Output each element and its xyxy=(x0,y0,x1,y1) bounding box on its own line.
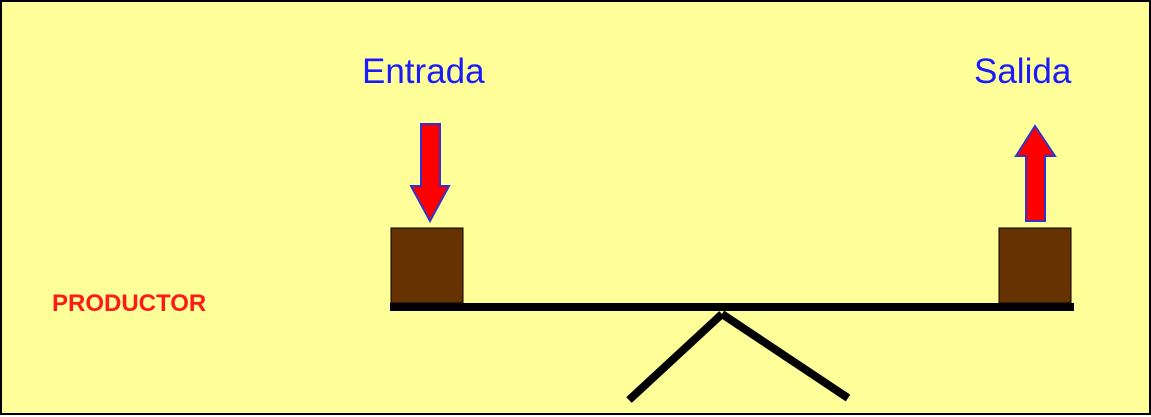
seesaw-beam xyxy=(390,303,1074,311)
arrow-down-icon xyxy=(409,123,451,224)
entrada-label: Entrada xyxy=(362,52,485,91)
fulcrum-right-leg xyxy=(719,310,851,402)
arrow-up-icon xyxy=(1014,124,1057,222)
input-box xyxy=(390,227,464,304)
productor-label: PRODUCTOR xyxy=(52,290,207,317)
fulcrum-left-leg xyxy=(626,311,725,403)
output-box xyxy=(998,227,1072,304)
salida-label: Salida xyxy=(974,52,1072,91)
